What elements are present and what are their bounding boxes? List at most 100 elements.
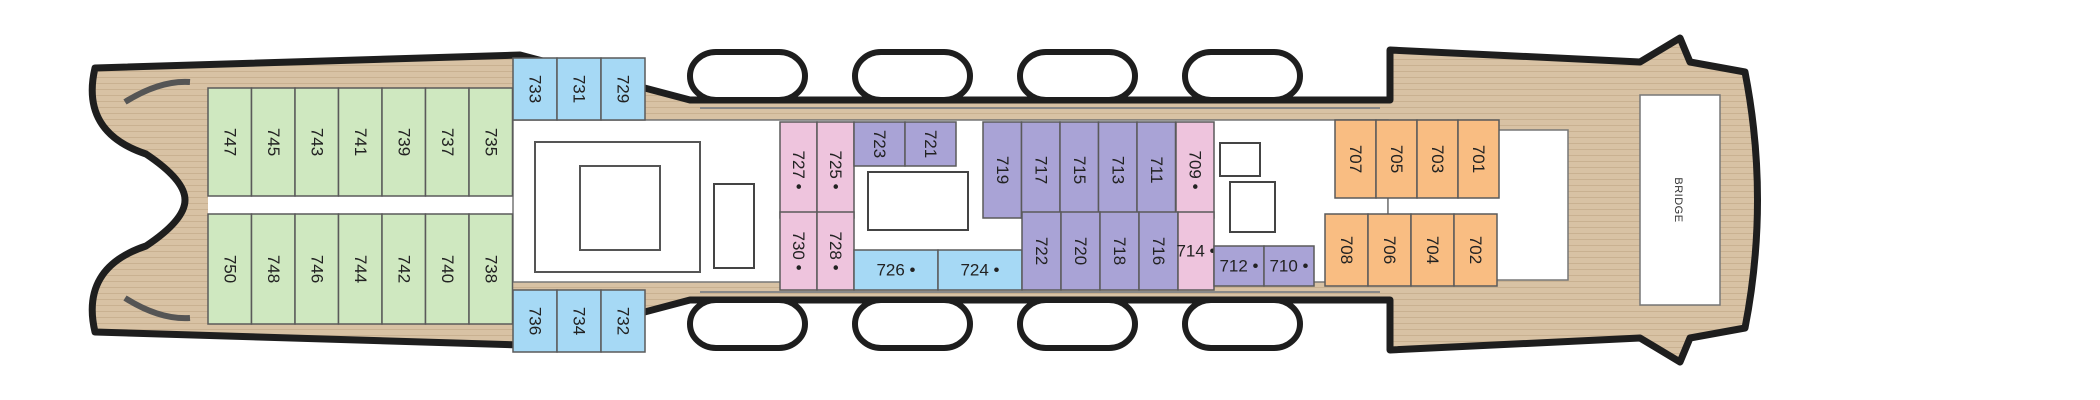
hull-inner-line bbox=[700, 107, 1380, 293]
cabin-number: 710 • bbox=[1269, 257, 1308, 276]
cabin-724[interactable]: 724 • bbox=[937, 249, 1023, 291]
cabin-number: 745 bbox=[264, 128, 283, 156]
cabin-719[interactable]: 719 bbox=[982, 121, 1023, 219]
cabin-box bbox=[600, 289, 646, 353]
stair-block-fwd bbox=[1229, 181, 1276, 233]
cabin-737[interactable]: 737 bbox=[424, 87, 470, 197]
lifeboat bbox=[852, 49, 973, 103]
cabin-number: 714 • bbox=[1176, 242, 1215, 261]
cabin-number: 713 bbox=[1108, 156, 1127, 184]
cabin-number: 748 bbox=[264, 255, 283, 283]
cabin-725[interactable]: 725 • bbox=[816, 121, 855, 219]
lift-fwd bbox=[1219, 142, 1261, 177]
cabin-730[interactable]: 730 • bbox=[779, 211, 818, 291]
cabin-727[interactable]: 727 • bbox=[779, 121, 818, 219]
cabin-734[interactable]: 734 bbox=[556, 289, 602, 353]
cabin-733[interactable]: 733 bbox=[512, 57, 558, 121]
cabin-number: 703 bbox=[1428, 145, 1447, 173]
lifeboat bbox=[1182, 297, 1303, 351]
cabin-number: 724 • bbox=[960, 261, 999, 280]
lifeboat bbox=[1017, 49, 1138, 103]
cabin-701[interactable]: 701 bbox=[1457, 119, 1500, 199]
cabin-box bbox=[337, 87, 383, 197]
cabin-number: 725 • bbox=[826, 150, 845, 189]
cabin-box bbox=[1324, 213, 1369, 287]
bridge-label: BRIDGE bbox=[1672, 177, 1684, 222]
cabin-706[interactable]: 706 bbox=[1367, 213, 1412, 287]
cabin-box bbox=[1334, 119, 1377, 199]
cabin-707[interactable]: 707 bbox=[1334, 119, 1377, 199]
cabin-704[interactable]: 704 bbox=[1410, 213, 1455, 287]
cabin-731[interactable]: 731 bbox=[556, 57, 602, 121]
cabin-738[interactable]: 738 bbox=[468, 213, 514, 325]
cabin-743[interactable]: 743 bbox=[294, 87, 340, 197]
cabin-number: 739 bbox=[394, 128, 413, 156]
cabin-716[interactable]: 716 bbox=[1138, 211, 1179, 291]
cabin-number: 733 bbox=[526, 75, 545, 103]
cabin-726[interactable]: 726 • bbox=[853, 249, 939, 291]
cabin-box bbox=[468, 87, 514, 197]
cabin-744[interactable]: 744 bbox=[337, 213, 383, 325]
cabin-745[interactable]: 745 bbox=[250, 87, 296, 197]
cabin-box bbox=[1177, 211, 1215, 291]
cabin-number: 720 bbox=[1071, 237, 1090, 265]
cabin-736[interactable]: 736 bbox=[512, 289, 558, 353]
cabin-732[interactable]: 732 bbox=[600, 289, 646, 353]
stern-arc-top bbox=[123, 78, 191, 105]
cabin-number: 723 bbox=[870, 130, 889, 158]
cabin-740[interactable]: 740 bbox=[424, 213, 470, 325]
cabin-746[interactable]: 746 bbox=[294, 213, 340, 325]
cabin-number: 707 bbox=[1346, 145, 1365, 173]
cabin-711[interactable]: 711 bbox=[1136, 121, 1177, 219]
cabin-721[interactable]: 721 bbox=[904, 121, 957, 167]
pool-mid bbox=[867, 171, 969, 231]
cabin-702[interactable]: 702 bbox=[1453, 213, 1498, 287]
cabin-box bbox=[600, 57, 646, 121]
cabin-723[interactable]: 723 bbox=[853, 121, 906, 167]
cabin-715[interactable]: 715 bbox=[1059, 121, 1100, 219]
cabin-number: 731 bbox=[570, 75, 589, 103]
cabin-709[interactable]: 709 • bbox=[1175, 121, 1215, 219]
cabin-712[interactable]: 712 • bbox=[1213, 245, 1265, 287]
cabin-number: 738 bbox=[481, 255, 500, 283]
cabin-number: 732 bbox=[614, 307, 633, 335]
cabin-748[interactable]: 748 bbox=[250, 213, 296, 325]
cabin-box bbox=[1263, 245, 1315, 287]
cabin-714[interactable]: 714 • bbox=[1176, 211, 1216, 291]
cabin-number: 706 bbox=[1380, 236, 1399, 264]
cabin-number: 735 bbox=[481, 128, 500, 156]
cabin-718[interactable]: 718 bbox=[1099, 211, 1140, 291]
cabin-742[interactable]: 742 bbox=[381, 213, 427, 325]
cabin-box bbox=[1213, 245, 1265, 287]
cabin-708[interactable]: 708 bbox=[1324, 213, 1369, 287]
cabin-741[interactable]: 741 bbox=[337, 87, 383, 197]
cabin-747[interactable]: 747 bbox=[207, 87, 253, 197]
cabin-713[interactable]: 713 bbox=[1097, 121, 1138, 219]
cabin-box bbox=[1097, 121, 1138, 219]
cabin-728[interactable]: 728 • bbox=[816, 211, 855, 291]
cabin-722[interactable]: 722 bbox=[1021, 211, 1062, 291]
cabin-box bbox=[1375, 119, 1418, 199]
cabin-number: 716 bbox=[1149, 237, 1168, 265]
cabin-number: 740 bbox=[438, 255, 457, 283]
cabin-box bbox=[381, 87, 427, 197]
cabin-705[interactable]: 705 bbox=[1375, 119, 1418, 199]
lifeboat bbox=[1182, 49, 1303, 103]
cabin-750[interactable]: 750 bbox=[207, 213, 253, 325]
cabin-number: 741 bbox=[351, 128, 370, 156]
cabin-box bbox=[816, 121, 855, 219]
cabin-number: 750 bbox=[220, 255, 239, 283]
cabin-number: 736 bbox=[526, 307, 545, 335]
cabin-729[interactable]: 729 bbox=[600, 57, 646, 121]
cabin-703[interactable]: 703 bbox=[1416, 119, 1459, 199]
cabin-box bbox=[1136, 121, 1177, 219]
cabin-number: 742 bbox=[394, 255, 413, 283]
cabin-735[interactable]: 735 bbox=[468, 87, 514, 197]
cabin-number: 721 bbox=[921, 130, 940, 158]
cabin-number: 727 • bbox=[789, 150, 808, 189]
cabin-739[interactable]: 739 bbox=[381, 87, 427, 197]
cabin-710[interactable]: 710 • bbox=[1263, 245, 1315, 287]
cabin-717[interactable]: 717 bbox=[1020, 121, 1061, 219]
cabin-number: 722 bbox=[1032, 237, 1051, 265]
cabin-720[interactable]: 720 bbox=[1060, 211, 1101, 291]
